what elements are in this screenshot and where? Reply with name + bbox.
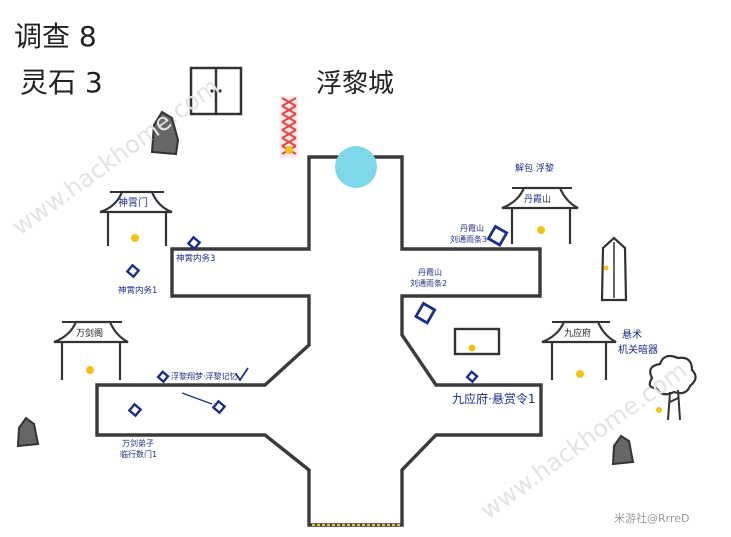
watermark-site: www.hackhome.com [475, 356, 692, 525]
door-icon[interactable] [189, 66, 243, 116]
note-jiuying-record: 九应府·悬赏令1 [452, 391, 535, 406]
map-corridor [95, 155, 543, 527]
note-jiuying-side-line2: 机关暗器 [618, 343, 658, 356]
tree-icon[interactable] [648, 354, 697, 421]
stone-tablet-icon[interactable] [611, 434, 635, 466]
note-danxia-2-line1: 丹霞山 [418, 267, 442, 277]
building-label-danxia: 丹霞山 [524, 194, 551, 205]
note-bottom-left: 万剑弟子 临行数门1 [120, 438, 157, 459]
investigation-count: 调查 8 [14, 20, 97, 53]
note-shenxiao-1: 神霄内务1 [118, 285, 157, 296]
svg-text:丹霞山 刘通雨条2: 丹霞山 刘通雨条2 [410, 267, 447, 288]
marker-diamond-icon[interactable] [125, 263, 141, 279]
note-jiuying-side: 悬术 机关暗器 [618, 329, 658, 356]
building-shenxiao-gate[interactable] [99, 190, 173, 246]
note-jiuying-side-line1: 悬术 [622, 329, 642, 341]
building-label-shenxiao: 神霄门 [118, 196, 148, 209]
note-top-right: 解包 浮黎 [515, 162, 554, 174]
marker-diamond-icon[interactable] [414, 301, 437, 325]
stone-tablet-icon[interactable] [150, 110, 180, 156]
building-jiuying-mansion[interactable] [541, 320, 617, 380]
city-title: 浮黎城 [316, 69, 394, 99]
stone-tablet-icon[interactable] [16, 416, 40, 448]
marker-diamond-icon[interactable] [211, 399, 227, 415]
watermark-credit: 米游社@RrreD [614, 511, 690, 525]
note-danxia-3-line1: 丹霞山 [460, 223, 484, 233]
svg-text:丹霞山 刘通雨条3: 丹霞山 刘通雨条3 [450, 223, 487, 244]
path-line [181, 392, 213, 405]
spirit-stone-count: 灵石 3 [20, 66, 103, 99]
building-wanjian-house[interactable] [53, 320, 129, 380]
building-label-jiuying: 九应府 [564, 327, 591, 339]
marker-diamond-icon[interactable] [156, 370, 170, 384]
marker-diamond-icon[interactable] [486, 224, 509, 247]
note-danxia-3: 丹霞山 刘通雨条3 [450, 223, 487, 244]
note-fuli-plan: 浮黎翔梦·浮黎记忆 [171, 371, 238, 381]
note-danxia-3-line2: 刘通雨条3 [450, 234, 487, 244]
building-danxia-mountain[interactable] [501, 186, 579, 244]
check-icon [235, 367, 249, 382]
marker-diamond-icon[interactable] [127, 402, 143, 418]
seal-strip-icon[interactable] [280, 96, 298, 158]
stone-pillar-icon[interactable] [600, 236, 628, 302]
building-label-wanjian: 万剑阁 [76, 327, 103, 339]
note-danxia-2-line2: 刘通雨条2 [410, 278, 447, 288]
svg-text:悬术 机关暗器: 悬术 机关暗器 [618, 329, 658, 356]
svg-text:万剑弟子 临行数门1: 万剑弟子 临行数门1 [120, 438, 157, 459]
chest-icon[interactable] [453, 327, 501, 356]
note-bottom-left-line2: 临行数门1 [120, 449, 157, 459]
note-danxia-2: 丹霞山 刘通雨条2 [410, 267, 447, 288]
marker-diamond-icon[interactable] [186, 235, 202, 251]
exit-circle-icon[interactable] [335, 146, 377, 188]
note-bottom-left-line1: 万剑弟子 [122, 438, 154, 448]
marker-diamond-icon[interactable] [465, 370, 479, 384]
note-shenxiao-3: 神霄内务3 [176, 253, 215, 264]
